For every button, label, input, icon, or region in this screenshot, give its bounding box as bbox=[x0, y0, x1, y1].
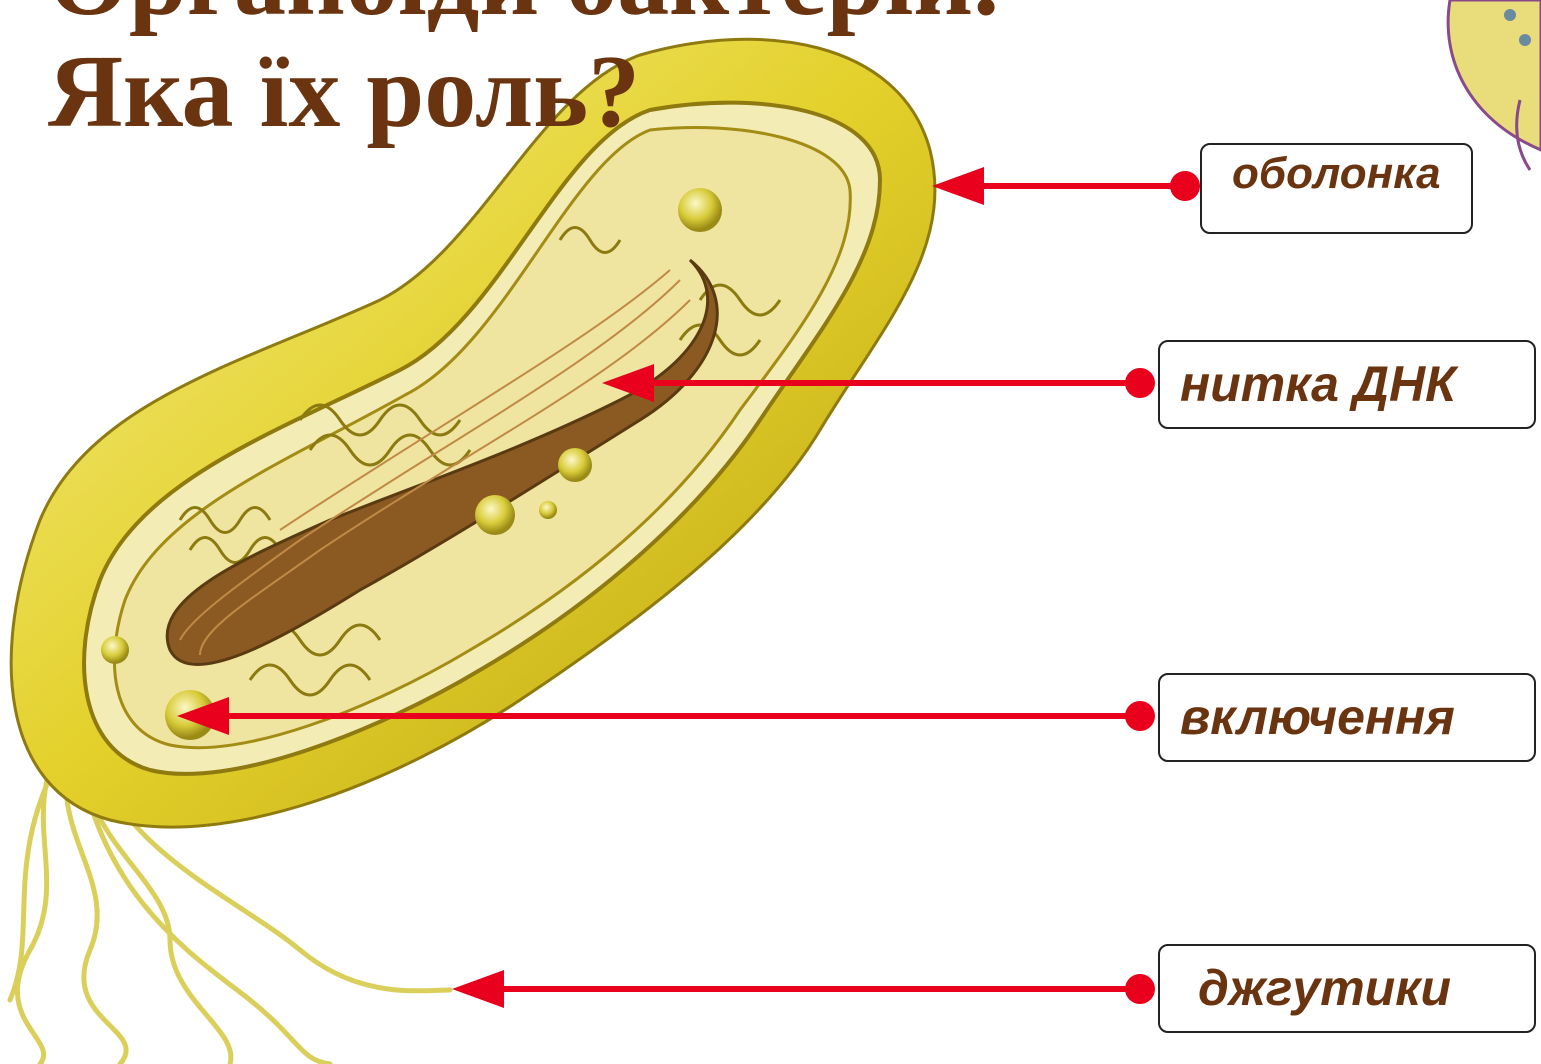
arrow-membrane bbox=[932, 167, 1200, 205]
arrow-inclusions bbox=[177, 697, 1155, 735]
arrow-dna bbox=[602, 364, 1155, 402]
label-flagella[interactable]: джгутики bbox=[1158, 944, 1536, 1033]
label-membrane[interactable]: оболонка bbox=[1200, 143, 1473, 234]
arrow-flagella bbox=[452, 970, 1155, 1008]
label-dna[interactable]: нитка ДНК bbox=[1158, 340, 1536, 429]
label-inclusions[interactable]: включення bbox=[1158, 673, 1536, 762]
